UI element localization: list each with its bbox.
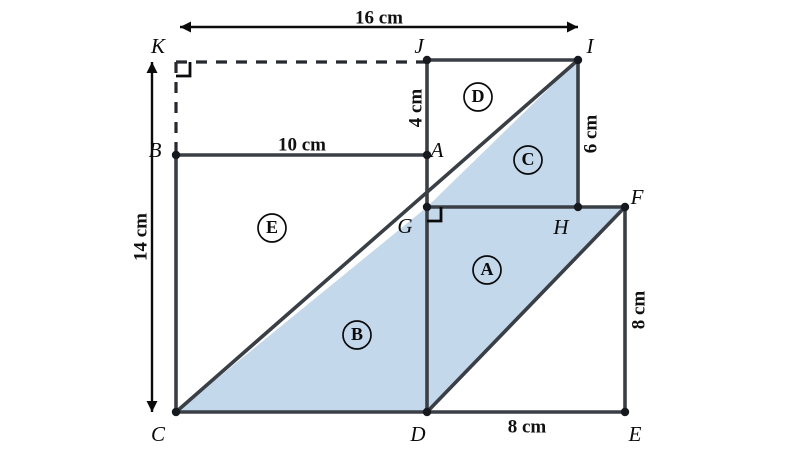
shaded-gif-c (427, 60, 578, 207)
region-d-label: D (472, 86, 485, 106)
dashed-lines-layer (174, 60, 427, 155)
vertex-label-h: H (552, 215, 570, 239)
right-angle-g (427, 207, 443, 223)
region-a-label: A (481, 259, 494, 279)
solid-lines-layer (174, 58, 627, 414)
region-d-circle (463, 82, 493, 112)
dimension-lines-layer (146, 21, 578, 412)
vertex-dot-e (620, 407, 630, 417)
vertex-dot-i (573, 55, 583, 65)
region-e-circle (257, 213, 287, 243)
vertex-label-d: D (409, 422, 425, 446)
region-e-label: E (266, 217, 278, 237)
region-a-circle (472, 255, 502, 285)
vertex-dots-layer (171, 55, 630, 417)
right-angle-k (176, 62, 192, 78)
vertex-dot-a (422, 150, 432, 160)
vertex-dot-c (171, 407, 181, 417)
shaded-cdg-b (176, 207, 427, 412)
dimension-label-ih-height: 6 cm (580, 115, 601, 154)
vertex-dot-j (422, 55, 432, 65)
vertex-dot-h (573, 202, 583, 212)
dimension-label-ja-height: 4 cm (405, 89, 426, 128)
left-height-arrowhead-end (146, 401, 158, 412)
vertex-label-e: E (628, 422, 642, 446)
top-width-arrowhead-start (180, 21, 191, 33)
region-b-circle (342, 320, 372, 350)
right-angle-markers-layer (176, 62, 443, 223)
dimension-label-de-length: 8 cm (508, 416, 547, 437)
left-height-arrowhead-start (146, 62, 158, 73)
region-c-label: C (522, 149, 535, 169)
vertex-dot-b (171, 150, 181, 160)
dimension-label-fe-height: 8 cm (628, 291, 649, 330)
vertex-label-j: J (414, 34, 425, 58)
vertex-dot-f (620, 202, 630, 212)
vertex-label-a: A (429, 138, 444, 162)
vertex-labels-layer: K J I B A G H F C D E (149, 34, 644, 446)
seg-c-i (174, 58, 580, 414)
region-c-circle (513, 145, 543, 175)
dimension-label-top-width: 16 cm (355, 7, 403, 28)
vertex-dot-d (422, 407, 432, 417)
vertex-label-f: F (630, 185, 644, 209)
vertex-label-c: C (151, 422, 166, 446)
vertex-label-i: I (586, 34, 595, 58)
dimension-label-ba-length: 10 cm (278, 134, 326, 155)
top-width-arrowhead-end (567, 21, 578, 33)
vertex-label-g: G (397, 214, 412, 238)
vertex-label-b: B (149, 138, 162, 162)
region-labels-layer: A B C D E (257, 82, 543, 350)
region-b-label: B (351, 324, 363, 344)
seg-d-f (425, 205, 627, 414)
vertex-label-k: K (150, 34, 166, 58)
vertex-dot-g (422, 202, 432, 212)
dimension-labels-layer: 16 cm 14 cm 10 cm 4 cm 6 cm 8 cm 8 cm (130, 7, 649, 437)
dimension-label-left-height: 14 cm (130, 213, 151, 261)
